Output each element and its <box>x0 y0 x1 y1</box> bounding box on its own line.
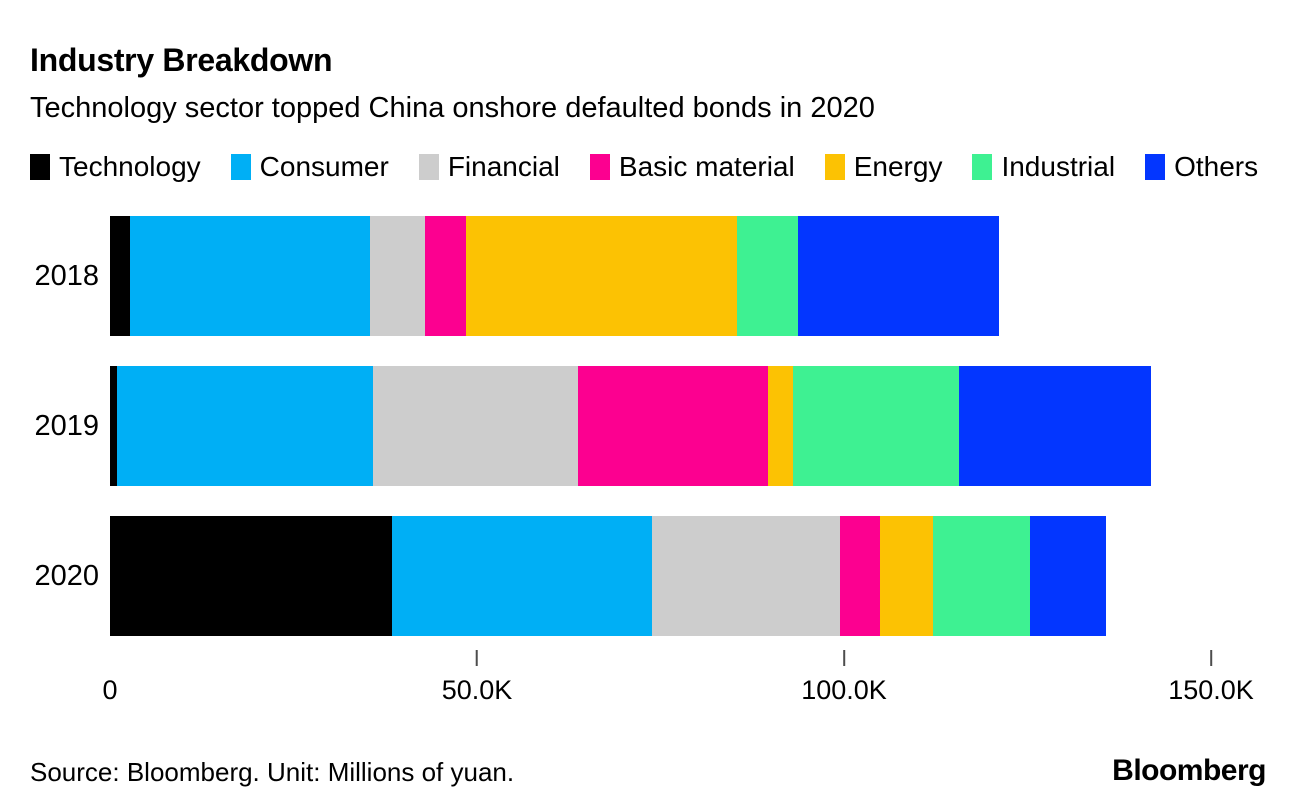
legend-label: Energy <box>853 151 943 182</box>
legend-label: Industrial <box>1001 151 1116 182</box>
bar-segment-financial <box>369 216 425 336</box>
tick-mark <box>1209 650 1212 666</box>
bar-segment-others <box>959 366 1152 486</box>
legend-item-financial: Financial <box>418 151 560 183</box>
bar-segment-financial <box>651 516 841 636</box>
x-axis: 0 50.0K 100.0K 150.0K <box>102 650 1254 710</box>
legend-swatch-icon <box>589 154 610 180</box>
chart-title: Industry Breakdown <box>30 42 333 78</box>
tick-mark <box>476 650 478 666</box>
legend-item-technology: Technology <box>30 151 201 183</box>
legend-label: Financial <box>447 151 560 182</box>
legend-swatch-icon <box>418 154 439 180</box>
bar-row-2020: 2020 <box>30 516 1266 636</box>
legend-item-energy: Energy <box>824 151 943 183</box>
bar-segment-industrial <box>793 366 960 486</box>
bar-segment-others <box>797 216 999 336</box>
x-tick-0: 0 <box>102 650 117 706</box>
legend-label: Technology <box>59 151 201 182</box>
bar-segment-energy <box>768 366 794 486</box>
bar-segment-energy <box>465 216 737 336</box>
category-label: 2019 <box>34 409 99 442</box>
bar-segment-technology <box>110 516 392 636</box>
legend-label: Others <box>1174 151 1259 182</box>
bar-segment-basic-material <box>424 216 466 336</box>
tick-label: 0 <box>102 675 118 705</box>
legend-label: Consumer <box>259 151 389 182</box>
stacked-bar-2020 <box>110 516 1211 636</box>
bar-segment-consumer <box>129 216 370 336</box>
legend-item-industrial: Industrial <box>972 151 1115 183</box>
source-note: Source: Bloomberg. Unit: Millions of yua… <box>30 757 515 787</box>
tick-label: 50.0K <box>441 675 513 705</box>
bar-segment-others <box>1029 516 1106 636</box>
bar-segment-basic-material <box>840 516 880 636</box>
footer: Source: Bloomberg. Unit: Millions of yua… <box>30 754 1266 788</box>
tick-label: 100.0K <box>801 675 887 705</box>
bar-row-2018: 2018 <box>30 216 1266 336</box>
category-label: 2020 <box>34 559 99 592</box>
legend-swatch-icon <box>30 154 50 180</box>
legend-swatch-icon <box>230 154 251 180</box>
legend-item-others: Others <box>1145 151 1258 183</box>
legend-item-consumer: Consumer <box>230 151 389 183</box>
legend: Technology Consumer Financial Basic materia… <box>30 151 1266 183</box>
bar-segment-consumer <box>391 516 652 636</box>
bar-segment-financial <box>373 366 578 486</box>
category-label: 2018 <box>34 259 99 292</box>
bloomberg-logo: Bloomberg <box>1112 754 1266 787</box>
x-tick-150-0k: 150.0K <box>1168 650 1254 706</box>
bar-segment-technology <box>110 216 130 336</box>
bar-segment-consumer <box>117 366 374 486</box>
stacked-bar-2019 <box>110 366 1211 486</box>
bar-segment-industrial <box>932 516 1030 636</box>
x-tick-100-0k: 100.0K <box>801 650 887 706</box>
tick-label: 150.0K <box>1168 675 1254 705</box>
stacked-bar-2018 <box>110 216 1211 336</box>
tick-mark <box>842 650 845 666</box>
bar-row-2019: 2019 <box>30 366 1266 486</box>
bar-segment-basic-material <box>577 366 769 486</box>
stacked-bar-chart: 2018 2019 2020 <box>30 216 1266 636</box>
legend-swatch-icon <box>824 154 845 180</box>
x-tick-50-0k: 50.0K <box>441 650 513 706</box>
bar-segment-industrial <box>736 216 798 336</box>
legend-swatch-icon <box>972 154 993 180</box>
legend-label: Basic material <box>618 151 795 182</box>
bar-segment-energy <box>879 516 933 636</box>
legend-swatch-icon <box>1145 154 1166 180</box>
bar-segment-technology <box>110 366 118 486</box>
legend-item-basic-material: Basic material <box>589 151 795 183</box>
chart-subtitle: Technology sector topped China onshore d… <box>30 92 875 124</box>
